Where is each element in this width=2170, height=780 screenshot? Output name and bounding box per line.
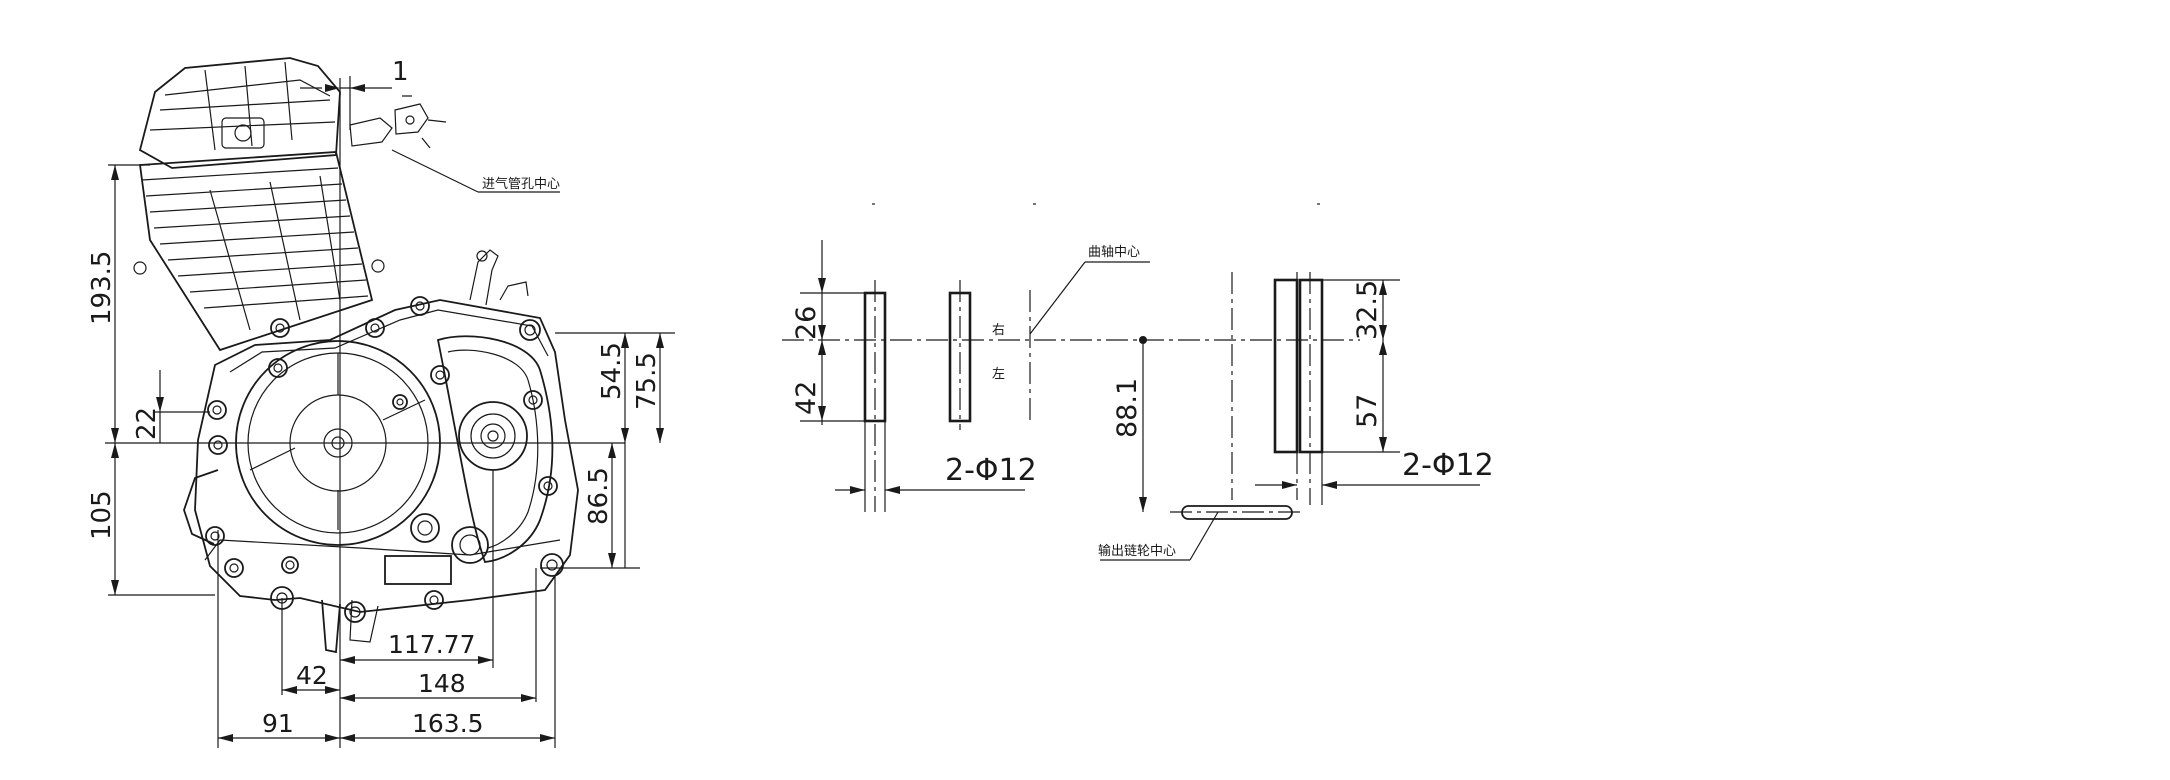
cylinder-head — [138, 57, 341, 169]
dim-54-5: 54.5 — [597, 342, 627, 400]
crankshaft-center-label: 曲轴中心 — [1088, 245, 1140, 260]
right-mount-bar-2 — [1298, 278, 1324, 454]
mounting-view: 26 42 88.1 32.5 57 2-Φ12 2-Φ12 曲轴中心 右 左 … — [782, 203, 1494, 561]
bolt-holes — [205, 296, 564, 623]
dim-26: 26 — [791, 306, 822, 340]
dim-57: 57 — [1352, 394, 1383, 428]
dim-193-5: 193.5 — [87, 251, 117, 325]
dim-86-5: 86.5 — [584, 467, 614, 525]
intake-center-label: 进气管孔中心 — [482, 176, 560, 192]
dim-163-5: 163.5 — [412, 709, 484, 738]
dim-42: 42 — [296, 661, 328, 690]
intake-fitting — [349, 95, 447, 149]
left-side-label: 左 — [992, 367, 1005, 382]
engine-dimension-texts: 1 193.5 105 22 54.5 75.5 86.5 117.77 42 … — [87, 57, 662, 738]
cylinder-fins — [133, 151, 385, 352]
crankshaft-center-point — [1139, 336, 1147, 344]
right-side-label: 右 — [992, 323, 1005, 338]
dim-22: 22 — [132, 407, 162, 440]
engine-dimension-lines — [105, 76, 675, 748]
dim-91: 91 — [262, 709, 294, 738]
dim-42-mount: 42 — [791, 381, 822, 415]
engine-side-view: 1 193.5 105 22 54.5 75.5 86.5 117.77 42 … — [87, 57, 675, 748]
right-mount-bar-1 — [1273, 278, 1299, 454]
dim-148: 148 — [418, 669, 466, 698]
dim-105: 105 — [87, 490, 117, 540]
crankcase — [183, 249, 579, 654]
dim-88-1: 88.1 — [1112, 378, 1143, 438]
dim-117-77: 117.77 — [388, 630, 475, 659]
dim-75-5: 75.5 — [632, 352, 662, 410]
dim-32-5: 32.5 — [1352, 280, 1383, 340]
hole-dim-left: 2-Φ12 — [945, 453, 1037, 488]
hole-dim-right: 2-Φ12 — [1402, 448, 1494, 483]
output-sprocket-center-label: 输出链轮中心 — [1098, 543, 1176, 559]
dim-top-offset: 1 — [392, 57, 409, 87]
